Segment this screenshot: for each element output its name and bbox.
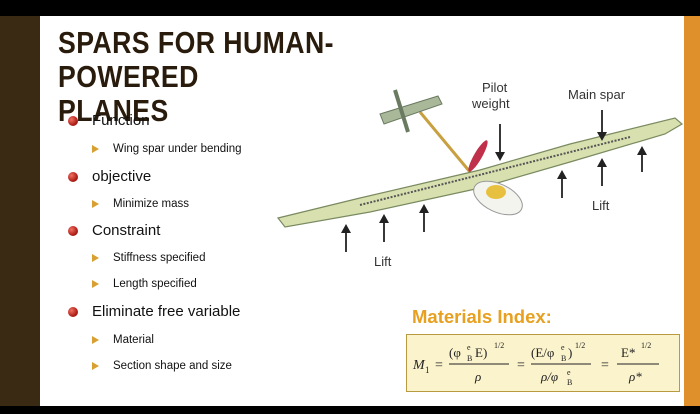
formula-svg: M 1 = (φ e B E) 1/2 ρ = (E/φ e B ) 1/2 ρ… — [412, 341, 659, 387]
arrow-bullet-icon — [92, 336, 99, 344]
term1-num-rest: E) — [475, 345, 487, 360]
bullet-dot-icon — [68, 306, 78, 317]
bullet-function: Function — [68, 112, 150, 129]
lift-arrowhead — [597, 158, 607, 167]
term2-num-sup: e — [561, 343, 565, 352]
vertical-tail — [393, 89, 410, 133]
term1-num-sub: B — [467, 354, 472, 363]
materials-index-title: Materials Index: — [412, 306, 552, 327]
formula-lhs-sub: 1 — [425, 365, 430, 375]
arrow-bullet-icon — [92, 145, 99, 153]
term1-numerator: (φ — [449, 345, 461, 360]
horizontal-tail — [379, 95, 443, 125]
term2-den-sup: e — [567, 368, 571, 377]
lift-arrowhead — [637, 146, 647, 155]
bullet-label: Constraint — [92, 222, 161, 239]
sub-bullet-label: Length specified — [113, 278, 197, 290]
sub-bullet-label: Material — [113, 334, 154, 346]
pilot — [486, 185, 506, 199]
lift-arrowhead — [341, 224, 351, 233]
left-decorative-band — [0, 16, 40, 406]
slide-title: SPARS FOR HUMAN-POWERED PLANES — [58, 26, 471, 128]
pilot-weight-arrowhead — [495, 152, 505, 161]
term3-denominator: ρ* — [628, 369, 642, 384]
term3-numerator: E* — [621, 345, 635, 360]
formula-equals-2: = — [517, 358, 525, 373]
sub-bullet: Minimize mass — [92, 198, 189, 210]
sub-bullet: Wing spar under bending — [92, 143, 242, 155]
bullet-label: Function — [92, 112, 150, 129]
top-black-bar — [0, 0, 700, 16]
bullet-dot-icon — [68, 115, 78, 126]
bullet-label: objective — [92, 168, 152, 185]
propeller — [468, 140, 488, 172]
slide: SPARS FOR HUMAN-POWERED PLANES Function … — [0, 16, 700, 406]
term2-num-sub: B — [561, 354, 566, 363]
title-line-1: SPARS FOR HUMAN-POWERED — [58, 25, 334, 94]
main-wing — [276, 117, 684, 228]
formula-lhs: M — [412, 358, 426, 373]
plane-diagram: Pilot weight Main spar Lift Lift — [276, 80, 684, 269]
formula-equals-3: = — [601, 358, 609, 373]
sub-bullet: Length specified — [92, 278, 197, 290]
sub-bullet-label: Stiffness specified — [113, 252, 206, 264]
lift-label-right: Lift — [592, 198, 610, 213]
pilot-label-line1: Pilot — [482, 80, 508, 95]
main-spar-arrowhead — [597, 132, 607, 141]
bullet-dot-icon — [68, 225, 78, 236]
formula-equals-1: = — [435, 358, 443, 373]
term3-exponent: 1/2 — [641, 341, 651, 350]
sub-bullet: Section shape and size — [92, 360, 232, 372]
right-decorative-band — [684, 16, 700, 406]
arrow-bullet-icon — [92, 254, 99, 262]
materials-index-formula: M 1 = (φ e B E) 1/2 ρ = (E/φ e B ) 1/2 ρ… — [406, 334, 680, 392]
main-spar-label: Main spar — [568, 87, 626, 102]
lift-arrowhead — [557, 170, 567, 179]
term2-denominator: ρ/φ — [540, 369, 558, 384]
arrow-bullet-icon — [92, 280, 99, 288]
term2-num-rest: ) — [568, 345, 572, 360]
sub-bullet: Stiffness specified — [92, 252, 205, 264]
sub-bullet: Material — [92, 334, 154, 346]
bullet-dot-icon — [68, 171, 78, 182]
main-spar — [359, 136, 631, 206]
lift-label-left: Lift — [374, 254, 392, 269]
term2-exponent: 1/2 — [575, 341, 585, 350]
sub-bullet-label: Section shape and size — [113, 360, 232, 372]
term2-numerator: (E/φ — [531, 345, 554, 360]
term1-denominator: ρ — [474, 369, 481, 384]
sub-bullet-label: Minimize mass — [113, 198, 190, 210]
bottom-black-bar — [0, 406, 700, 414]
bullet-eliminate: Eliminate free variable — [68, 303, 240, 320]
lift-arrowhead — [419, 204, 429, 213]
term1-exponent: 1/2 — [494, 341, 504, 350]
sub-bullet-label: Wing spar under bending — [113, 143, 242, 155]
arrow-bullet-icon — [92, 362, 99, 370]
bullet-objective: objective — [68, 168, 151, 185]
pilot-label-line2: weight — [471, 96, 510, 111]
arrow-bullet-icon — [92, 200, 99, 208]
term2-den-sub: B — [567, 378, 572, 387]
term1-num-sup: e — [467, 343, 471, 352]
bullet-label: Eliminate free variable — [92, 303, 241, 320]
lift-arrows — [341, 146, 647, 252]
bullet-constraint: Constraint — [68, 222, 160, 239]
lift-arrowhead — [379, 214, 389, 223]
